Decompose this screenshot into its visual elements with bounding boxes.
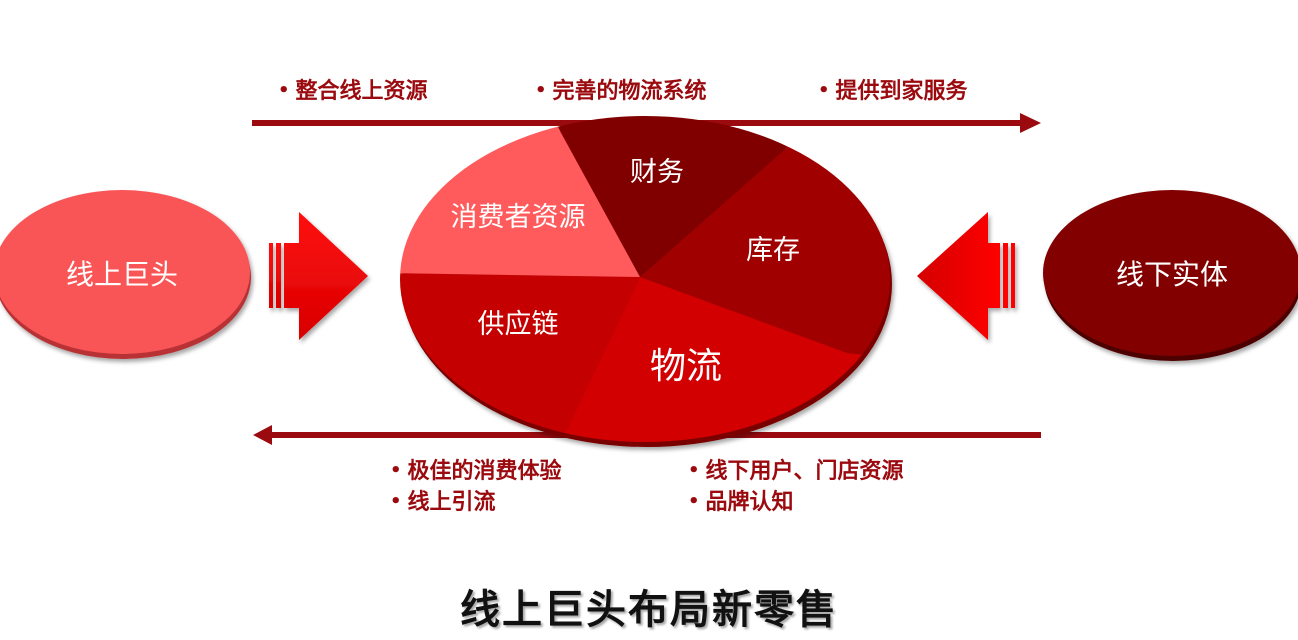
pie-chart (400, 116, 892, 447)
pie-label-logistics: 物流 (649, 346, 722, 387)
bottom-flow-left-list: •极佳的消费体验 •线上引流 (390, 457, 562, 519)
block-arrow-left (917, 212, 1015, 340)
pie-label-finance: 财务 (630, 157, 684, 188)
bullet-dot-icon: • (390, 460, 402, 481)
block-arrow-right (269, 212, 368, 340)
top-flow-item: •整合线上资源 (278, 79, 428, 104)
top-flow-item: •提供到家服务 (818, 79, 968, 104)
left-entity-disc (0, 190, 251, 359)
bottom-flow-item: •极佳的消费体验 (390, 459, 562, 484)
page-title: 线上巨头布局新零售 (460, 586, 838, 633)
bottom-flow-right-list: •线下用户、门店资源 •品牌认知 (688, 457, 904, 519)
right-entity-label: 线下实体 (1115, 258, 1228, 291)
bottom-flow-item: •线上引流 (390, 490, 496, 515)
bottom-flow-item: •线下用户、门店资源 (688, 459, 904, 484)
bullet-dot-icon: • (688, 491, 700, 512)
bullet-dot-icon: • (390, 491, 402, 512)
pie-label-inventory: 库存 (746, 235, 800, 266)
top-flow-item: •完善的物流系统 (535, 79, 707, 104)
right-entity-disc (1043, 190, 1298, 361)
pie-label-supply-chain: 供应链 (477, 309, 559, 340)
pie-slice-finance (543, 116, 800, 277)
bullet-dot-icon: • (818, 80, 830, 101)
bottom-flow-item: •品牌认知 (688, 490, 794, 515)
bullet-dot-icon: • (278, 80, 290, 101)
bullet-dot-icon: • (688, 460, 700, 481)
bullet-dot-icon: • (535, 80, 547, 101)
pie-label-consumer-resources: 消费者资源 (450, 202, 586, 233)
left-entity-label: 线上巨头 (65, 258, 178, 291)
